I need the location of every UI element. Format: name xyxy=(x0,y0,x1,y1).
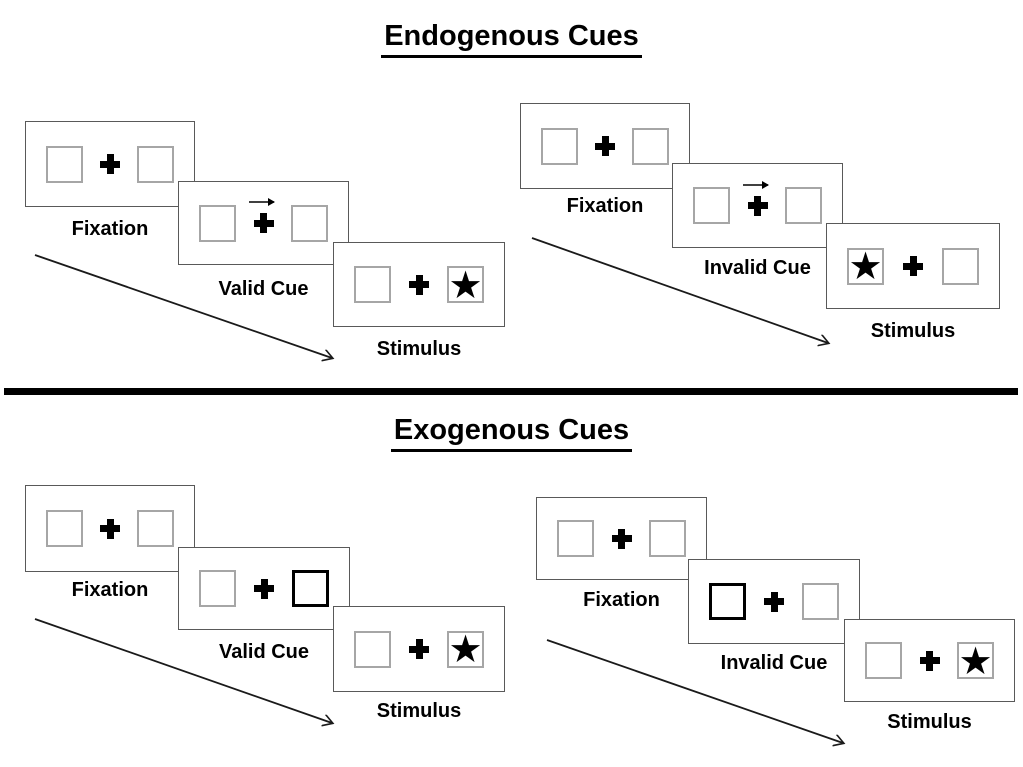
highlighted-cue-box xyxy=(709,583,746,620)
right-box xyxy=(632,127,669,165)
left-box xyxy=(865,642,902,679)
star-icon: ★ xyxy=(448,627,483,671)
stimulus-panel: ★ xyxy=(826,223,1000,309)
left-box xyxy=(541,127,578,165)
star-icon: ★ xyxy=(848,244,883,288)
panel-label: Fixation xyxy=(566,195,644,217)
fixation-cross-icon xyxy=(248,198,275,233)
right-box xyxy=(785,187,822,224)
panel-label: Stimulus xyxy=(887,711,972,733)
left-box xyxy=(354,630,391,668)
valid-cue-panel xyxy=(178,181,349,265)
valid-cue-panel xyxy=(178,547,350,630)
fixation-cross-icon xyxy=(764,591,784,612)
fixation-panel xyxy=(536,497,707,580)
section-title-exogenous: Exogenous Cues xyxy=(0,414,1023,452)
left-box xyxy=(199,204,236,242)
fixation-cross-icon xyxy=(254,578,274,599)
fixation-cross-icon xyxy=(903,256,923,276)
fixation-cross-icon xyxy=(742,180,769,216)
star-icon: ★ xyxy=(448,262,483,307)
right-box: ★ xyxy=(957,638,994,683)
fixation-panel xyxy=(25,485,195,572)
stimulus-panel: ★ xyxy=(333,242,505,327)
fixation-panel xyxy=(25,121,195,207)
section-title-text: Endogenous Cues xyxy=(381,20,642,58)
section-divider xyxy=(4,388,1018,395)
time-arrow xyxy=(546,639,848,748)
right-arrow-cue-icon xyxy=(742,180,769,189)
right-box xyxy=(137,510,174,547)
right-arrow-cue-icon xyxy=(248,198,275,206)
right-box xyxy=(649,520,686,557)
fixation-cross-icon xyxy=(611,528,632,549)
section-title-text: Exogenous Cues xyxy=(390,414,633,452)
right-box xyxy=(942,247,979,285)
section-title-endogenous: Endogenous Cues xyxy=(0,20,1023,58)
left-box xyxy=(46,145,83,183)
left-box xyxy=(199,570,236,607)
invalid-cue-panel xyxy=(672,163,843,248)
stimulus-panel: ★ xyxy=(844,619,1015,702)
left-box: ★ xyxy=(847,244,884,288)
right-box: ★ xyxy=(447,627,484,671)
fixation-cross-icon xyxy=(100,154,120,174)
right-box: ★ xyxy=(447,262,484,307)
panel-label: Stimulus xyxy=(376,700,462,722)
left-box xyxy=(354,266,391,303)
time-arrow xyxy=(34,254,342,368)
invalid-cue-panel xyxy=(688,559,860,644)
right-box xyxy=(802,583,839,620)
fixation-cross-icon xyxy=(919,650,940,671)
fixation-cross-icon xyxy=(100,518,120,539)
fixation-cross-icon xyxy=(595,136,615,156)
left-box xyxy=(46,510,83,547)
panel-label: Invalid Cue xyxy=(704,257,811,279)
stimulus-panel: ★ xyxy=(333,606,505,692)
panel-label: Invalid Cue xyxy=(720,652,828,674)
left-box xyxy=(557,520,594,557)
panel-label: Fixation xyxy=(71,579,149,601)
panel-label: Valid Cue xyxy=(218,641,310,663)
fixation-cross-icon xyxy=(409,639,429,659)
right-box xyxy=(137,145,174,183)
time-arrow xyxy=(34,618,342,733)
fixation-cross-icon xyxy=(409,274,429,295)
panel-label: Valid Cue xyxy=(218,278,309,300)
panel-label: Fixation xyxy=(71,218,149,240)
star-icon: ★ xyxy=(958,638,993,683)
panel-label: Stimulus xyxy=(376,338,462,360)
right-box xyxy=(291,204,328,242)
panel-label: Fixation xyxy=(583,589,660,611)
fixation-panel xyxy=(520,103,690,189)
time-arrow xyxy=(531,237,833,348)
highlighted-cue-box xyxy=(292,570,329,607)
panel-label: Stimulus xyxy=(870,320,956,342)
left-box xyxy=(693,187,730,224)
